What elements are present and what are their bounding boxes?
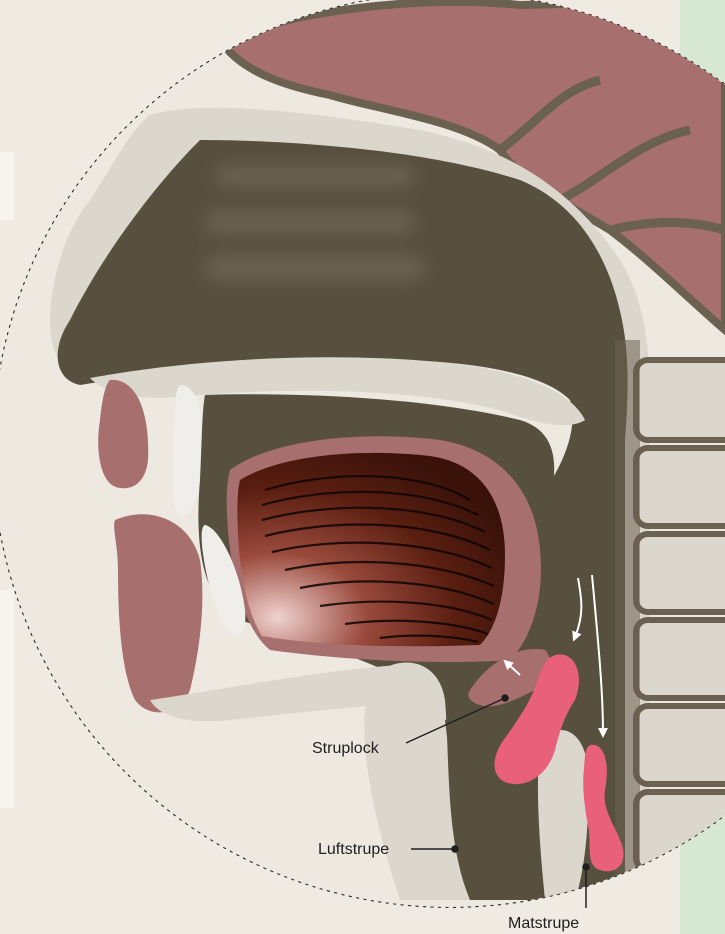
nasal-turbinates: [205, 165, 425, 281]
tongue-surface: [237, 453, 505, 646]
label-epiglottis: Struplock: [312, 740, 380, 757]
label-esophagus: Matstrupe: [508, 915, 579, 932]
spine: [636, 360, 725, 870]
label-trachea: Luftstrupe: [318, 841, 389, 858]
